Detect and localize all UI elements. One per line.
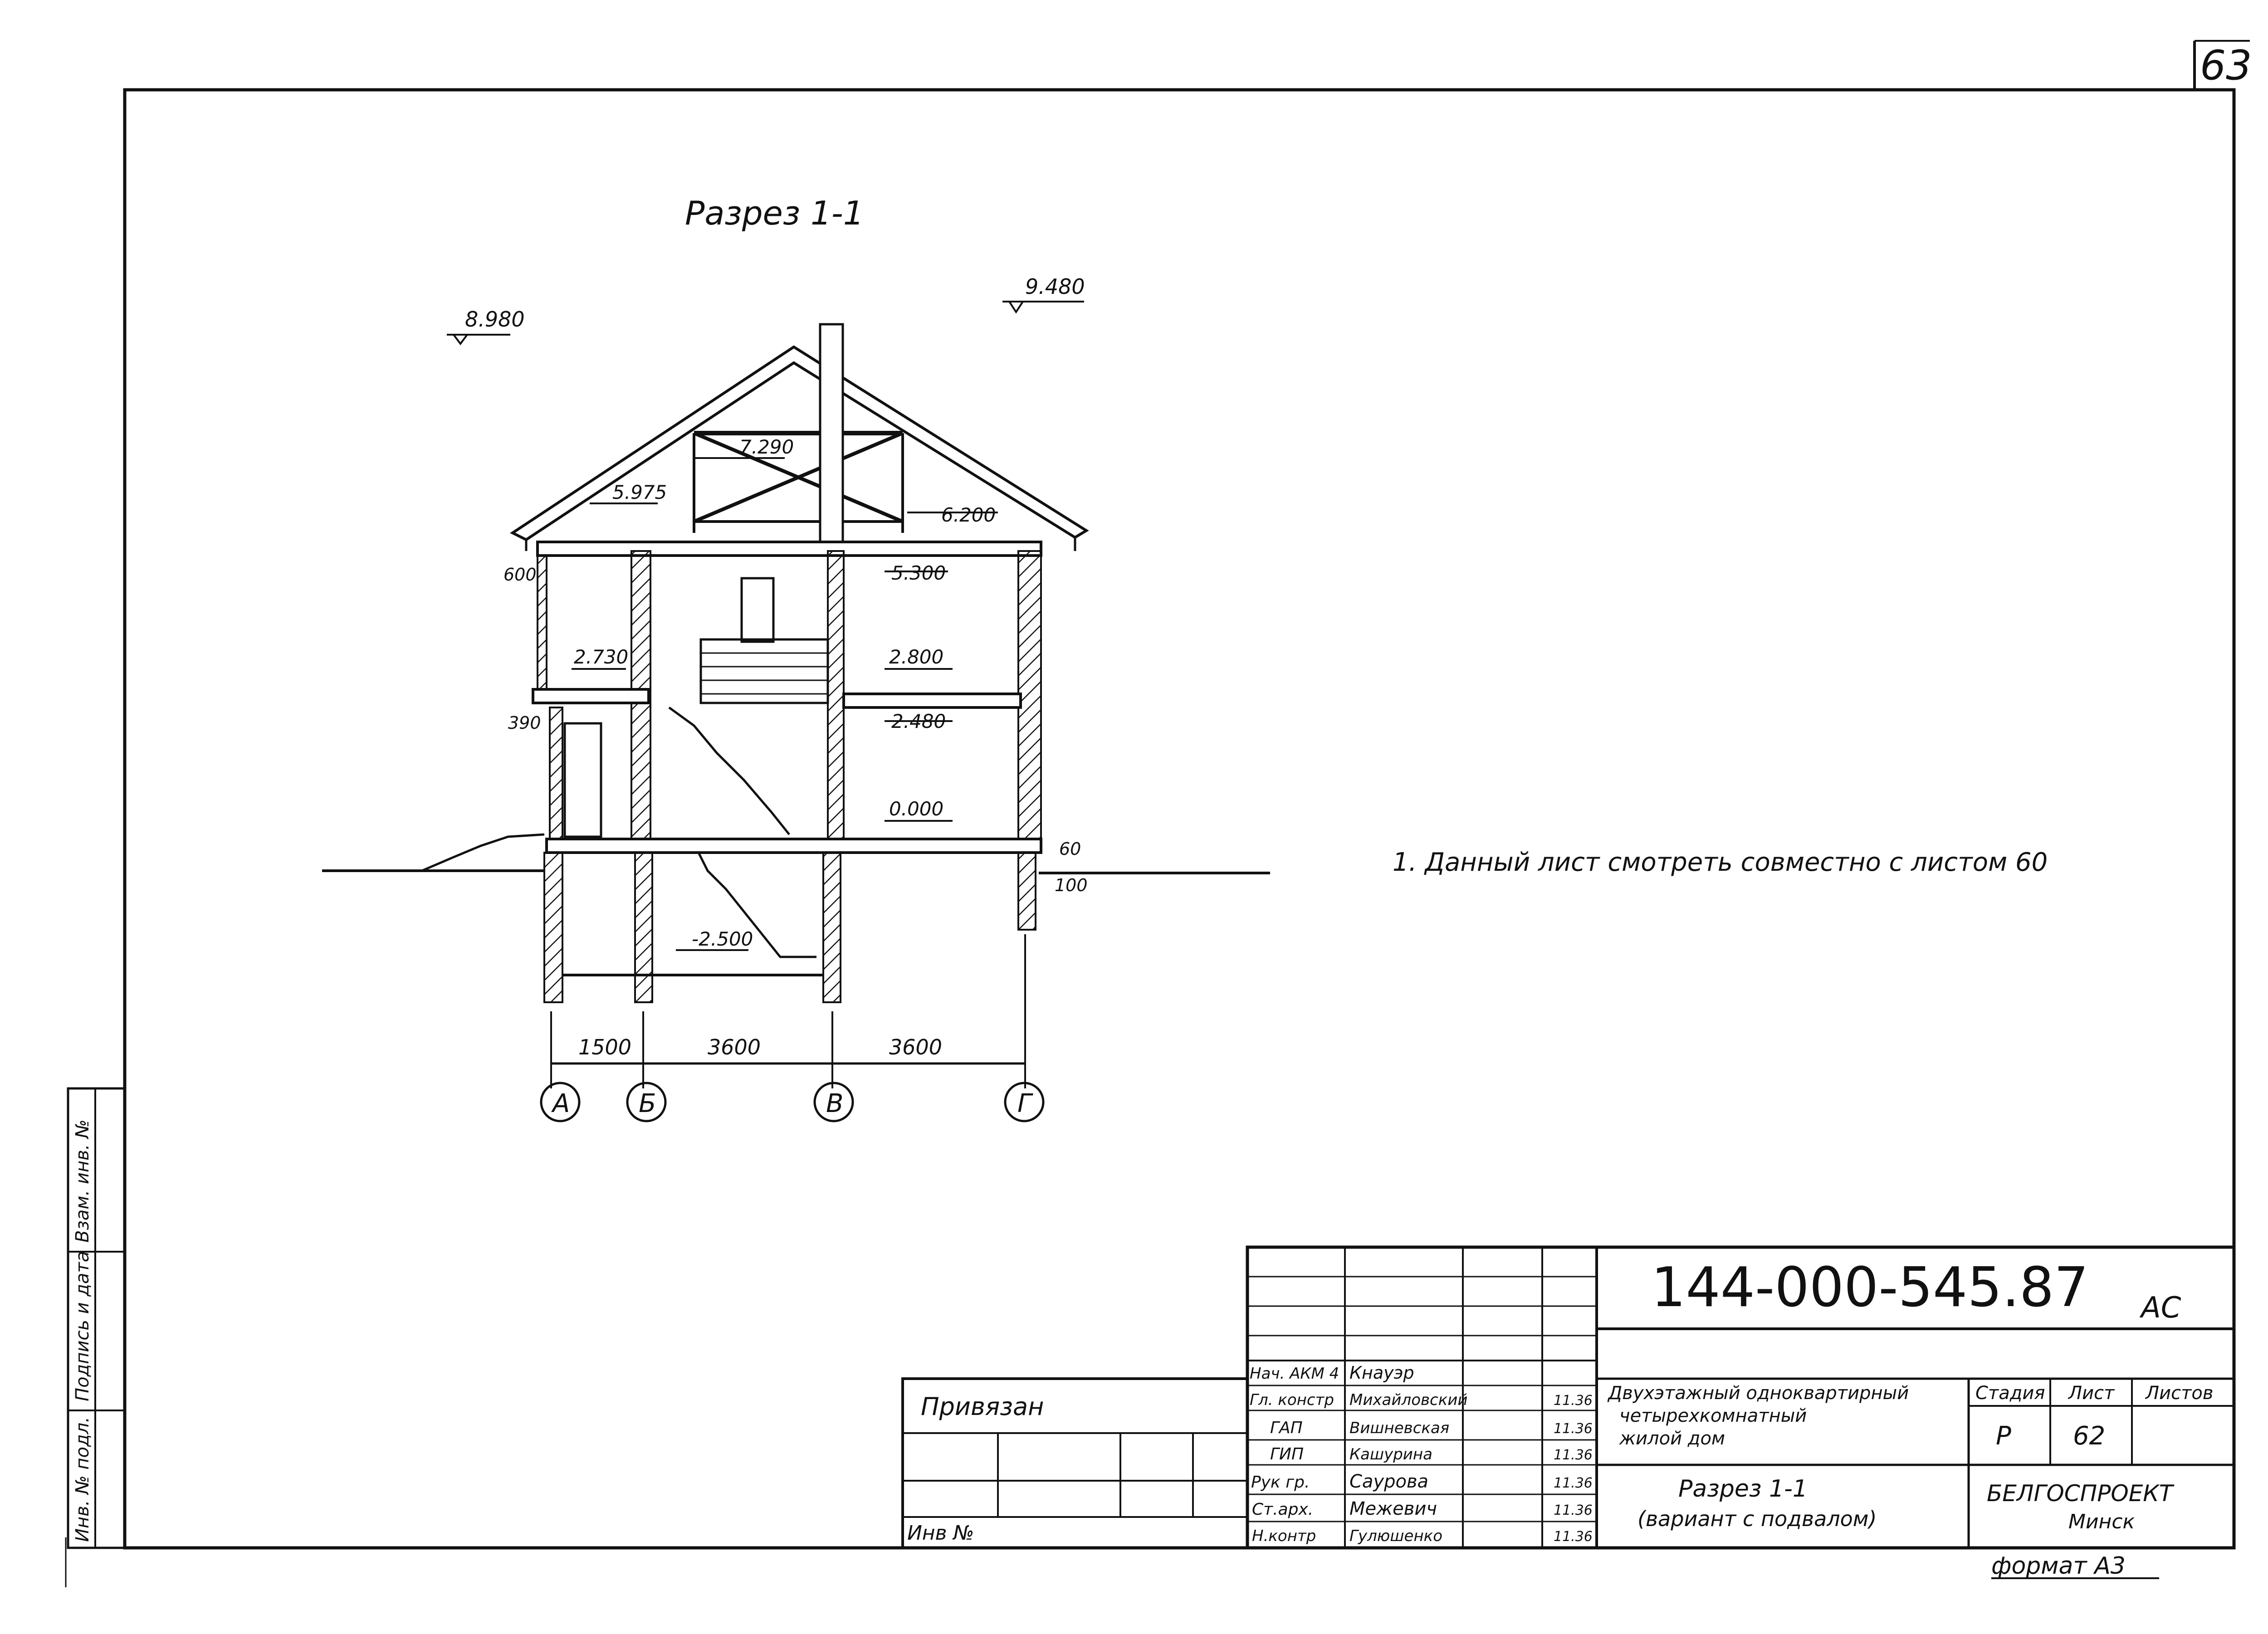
dimension-1500: 1500: [578, 1035, 631, 1059]
level-6200: 6.200: [941, 504, 996, 526]
title-block: [901, 1245, 2236, 1550]
level-minus-2500: -2.500: [692, 928, 753, 950]
level-100: 100: [1055, 875, 1088, 895]
level-9480: 9.480: [1025, 274, 1085, 299]
door-upper: [740, 577, 775, 643]
sheet-frame: [65, 40, 2250, 1587]
level-0000: 0.000: [889, 798, 943, 820]
axis-markers: [540, 1082, 1045, 1122]
level-5975: 5.975: [612, 481, 667, 503]
level-2800: 2.800: [889, 646, 943, 668]
level-600: 600: [503, 565, 537, 585]
level-marks: [447, 301, 1084, 951]
org-line2: Минск: [2068, 1510, 2135, 1533]
basement: [543, 852, 1036, 1003]
level-390: 390: [508, 713, 541, 733]
door-lower: [563, 722, 602, 838]
sig-name: Вишневская: [1349, 1419, 1449, 1437]
sig-date: 11.36: [1554, 1475, 1593, 1491]
sig-role: Рук гр.: [1251, 1473, 1310, 1492]
sig-role: Гл. констр: [1250, 1391, 1334, 1409]
sig-role: Ст.арх.: [1252, 1500, 1313, 1519]
sheet-title-line2: (вариант с подвалом): [1637, 1507, 1877, 1531]
sheet-title-line1: Разрез 1-1: [1678, 1475, 1808, 1502]
sig-date: 11.36: [1554, 1393, 1593, 1409]
building-section: [322, 323, 1270, 1088]
sig-name: Михайловский: [1349, 1391, 1467, 1409]
level-2730: 2.730: [574, 646, 628, 668]
left-wall-upper: [537, 555, 547, 702]
sig-name: Гулюшенко: [1349, 1527, 1442, 1545]
sig-date: 11.36: [1554, 1421, 1593, 1437]
right-wall: [1017, 550, 1042, 851]
sig-date: 11.36: [1554, 1447, 1593, 1463]
sig-date: 11.36: [1554, 1529, 1593, 1545]
signature-table: Нач. АКМ 4 Кнауэр Гл. констр Михайловски…: [1250, 1363, 1593, 1545]
sig-date: 11.36: [1554, 1502, 1593, 1518]
level-8980: 8.980: [465, 307, 525, 332]
ground-floor-slab: [545, 838, 1042, 854]
stage-header: Стадия: [1975, 1383, 2045, 1404]
interior-wall-v: [827, 550, 845, 851]
ground: [322, 833, 1270, 874]
roof: [510, 345, 1089, 551]
sig-role: Нач. АКМ 4: [1250, 1365, 1339, 1383]
sig-role: ГИП: [1270, 1445, 1304, 1463]
page-number: 63: [2200, 42, 2252, 89]
drawing-note: 1. Данный лист смотреть совместно с лист…: [1393, 848, 2048, 877]
axis-v-label: В: [826, 1089, 843, 1118]
sig-name: Межевич: [1349, 1498, 1437, 1519]
doc-code: 144-000-545.87: [1651, 1256, 2089, 1319]
attic-floor-slab: [536, 541, 1042, 557]
sheet-value: 62: [2073, 1421, 2105, 1451]
dimension-3600-a: 3600: [708, 1035, 761, 1059]
level-60: 60: [1059, 839, 1081, 859]
stage-value: Р: [1996, 1421, 2011, 1451]
sheets-header: Листов: [2145, 1383, 2213, 1404]
second-floor-slab: [532, 688, 650, 704]
axis-g-label: Г: [1017, 1089, 1033, 1118]
sig-name: Кашурина: [1349, 1445, 1432, 1463]
sig-name: Кнауэр: [1349, 1363, 1414, 1383]
axis-b-label: Б: [639, 1089, 656, 1118]
inv-no-label: Инв №: [907, 1522, 974, 1545]
description-line1: Двухэтажный одноквартирный: [1607, 1383, 1909, 1404]
stamp-replaced-inv: Взам. инв. №: [72, 1119, 93, 1243]
sig-name: Саурова: [1349, 1471, 1428, 1492]
level-2480: 2.480: [891, 710, 946, 732]
org-line1: БЕЛГОСПРОЕКТ: [1987, 1480, 2175, 1507]
description-line2: четырехкомнатный: [1619, 1405, 1807, 1426]
axis-a-label: А: [551, 1089, 570, 1118]
level-5300: 5.300: [891, 562, 946, 584]
stamp-signature-date: Подпись и дата: [72, 1251, 93, 1401]
section-title: Разрез 1-1: [685, 194, 864, 232]
dimension-3600-b: 3600: [889, 1035, 942, 1059]
stair-upper: [668, 638, 829, 835]
sig-role: Н.контр: [1252, 1527, 1316, 1545]
description-line3: жилой дом: [1619, 1428, 1725, 1449]
left-wall-lower: [549, 707, 563, 851]
sig-role: ГАП: [1270, 1419, 1303, 1437]
chimney: [819, 323, 844, 552]
level-7290: 7.290: [739, 436, 794, 458]
stamp-inv-no: Инв. № подл.: [72, 1417, 93, 1542]
privyazan-label: Привязан: [921, 1392, 1044, 1421]
side-stamp: Инв. № подл. Подпись и дата Взам. инв. №: [67, 1087, 126, 1549]
format-label: формат А3: [1991, 1552, 2126, 1580]
dimension-line: [550, 934, 1026, 1088]
sheet-header: Лист: [2068, 1383, 2115, 1404]
doc-suffix: АС: [2139, 1291, 2181, 1325]
